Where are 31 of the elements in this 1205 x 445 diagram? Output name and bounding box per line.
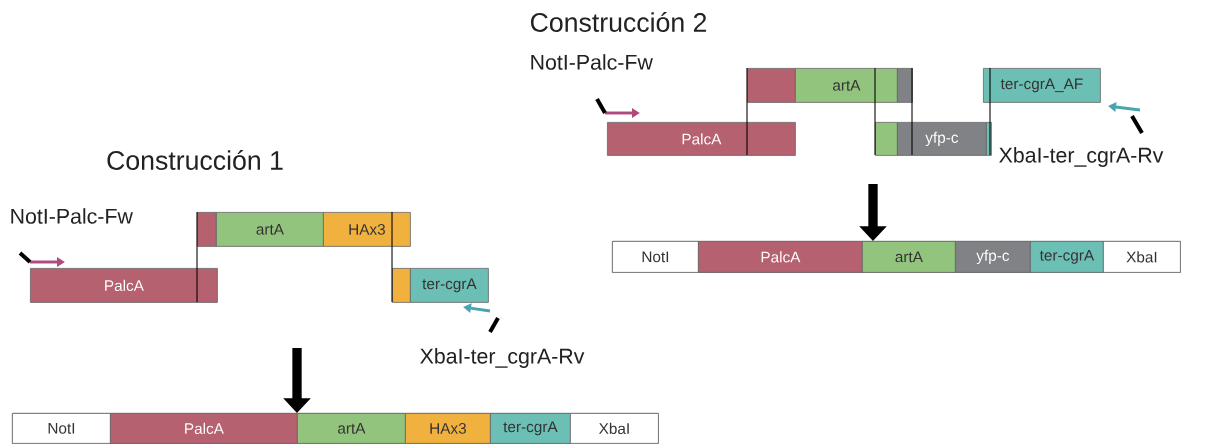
construct-title: Construcción 1 <box>107 150 283 170</box>
primer-label: NotI-Palc-Fw <box>531 54 653 70</box>
gene-segment: PalcA <box>30 268 218 303</box>
construct-title: Construcción 2 <box>530 12 707 32</box>
gene-segment: XbaI <box>570 413 659 444</box>
gene-segment: ter-cgrA <box>490 413 571 444</box>
overlap-segment <box>197 212 217 247</box>
overlap-segment <box>747 68 796 103</box>
gene-segment: ter-cgrA <box>1030 241 1104 273</box>
gene-segment: HAx3 <box>405 413 491 444</box>
gene-segment: NotI <box>612 241 699 273</box>
primer-label: NotI-Palc-Fw <box>11 208 133 224</box>
gene-segment: NotI <box>12 413 111 444</box>
primer-label: XbaI-ter_cgrA-Rv <box>420 348 585 368</box>
gene-segment: artA <box>216 212 324 247</box>
gene-segment: PalcA <box>698 241 863 273</box>
overlap-segment <box>392 268 411 303</box>
primer-label: XbaI-ter_cgrA-Rv <box>999 147 1164 167</box>
overlap-segment <box>875 122 898 156</box>
overlap-segment <box>986 122 992 156</box>
gene-segment: PalcA <box>607 122 796 156</box>
gene-segment: ter-cgrA_AF <box>983 68 1101 103</box>
gene-segment: artA <box>862 241 956 273</box>
gene-segment: artA <box>297 413 406 444</box>
gene-segment: yfp-c <box>897 122 987 156</box>
gene-segment: ter-cgrA <box>410 268 489 303</box>
gene-segment: yfp-c <box>955 241 1031 273</box>
gene-segment: XbaI <box>1103 241 1181 273</box>
gene-segment: artA <box>795 68 898 103</box>
gene-segment: PalcA <box>110 413 298 444</box>
gene-segment: HAx3 <box>323 212 411 247</box>
